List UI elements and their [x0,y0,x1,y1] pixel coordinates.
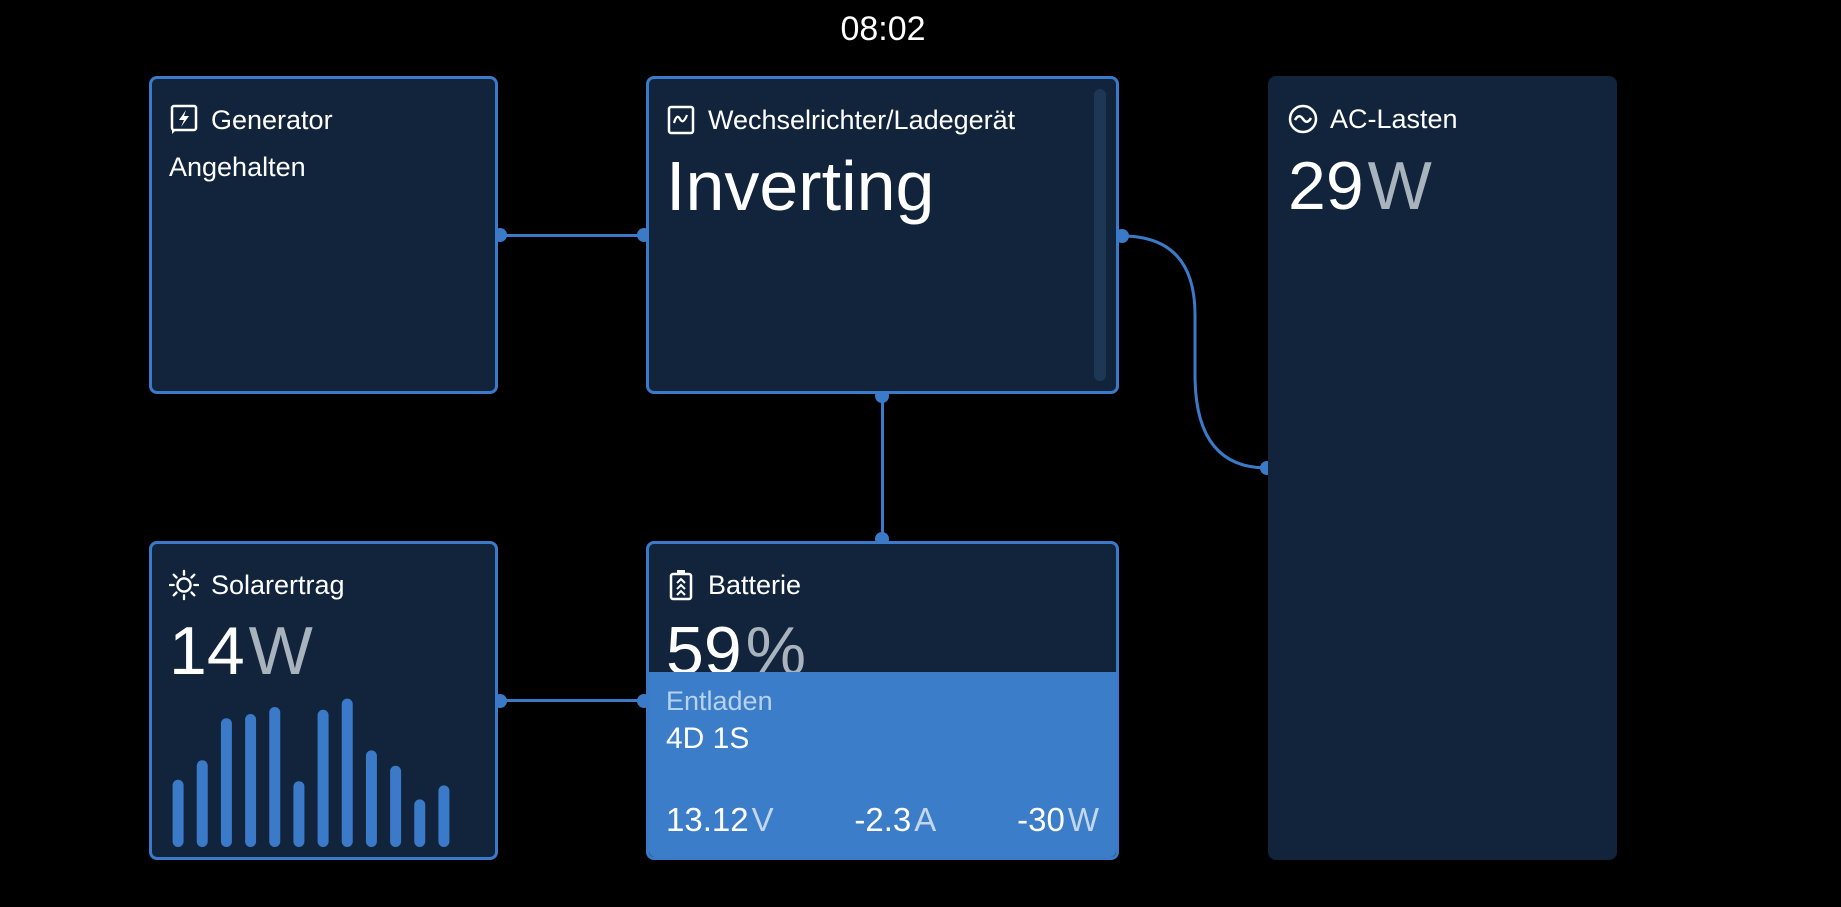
battery-voltage-value: 13.12 [666,801,749,838]
generator-card[interactable]: Generator Angehalten [149,76,498,394]
solar-history-bar [365,750,377,847]
battery-header: Batterie [666,569,801,601]
ac-loads-unit: W [1367,148,1432,224]
battery-voltage-unit: V [751,801,774,838]
inverter-scrollbar[interactable] [1094,89,1106,381]
solar-history-bar [172,779,184,847]
generator-icon [169,104,199,136]
ac-loads-header: AC-Lasten [1288,103,1458,135]
solar-history-chart [172,698,450,847]
battery-power-value: -30 [1017,801,1065,838]
generator-header: Generator [169,104,333,136]
battery-title: Batterie [708,569,802,600]
ac-loads-power: 29W [1288,152,1432,220]
solar-history-bar [414,799,426,847]
battery-current: -2.3A [854,801,936,839]
inverter-header: Wechselrichter/Ladegerät [666,104,1015,136]
battery-voltage: 13.12V [666,801,774,839]
ac-icon [1288,103,1318,135]
ac-loads-title: AC-Lasten [1330,103,1458,134]
battery-power: -30W [1017,801,1099,839]
sun-icon [169,569,199,601]
solar-value: 14 [169,613,245,689]
solar-history-bar [317,709,329,847]
solar-history-bar [220,718,232,847]
connector-inverter-battery [881,396,884,539]
inverter-state: Inverting [666,147,935,225]
generator-status: Angehalten [169,152,306,182]
solar-history-bar [390,765,402,847]
solar-history-bar [293,781,305,847]
inverter-title: Wechselrichter/Ladegerät [708,104,1016,135]
connector-solar-battery [500,699,644,702]
solar-history-bar [269,707,281,847]
clock: 08:02 [840,10,926,48]
solar-card[interactable]: Solarertrag 14W [149,541,498,860]
battery-state: Entladen [666,686,773,716]
solar-history-bar [341,698,353,847]
battery-card[interactable]: Batterie 59% Entladen 4D 1S 13.12V -2.3A… [646,541,1119,860]
battery-icon [666,569,696,601]
solar-history-bar [245,714,257,847]
connector-inverter-acloads [1115,229,1274,475]
battery-current-unit: A [914,801,937,838]
battery-fill-panel: Entladen 4D 1S 13.12V -2.3A -30W [649,672,1116,857]
solar-header: Solarertrag [169,569,345,601]
solar-title: Solarertrag [211,569,345,600]
battery-current-value: -2.3 [854,801,912,838]
solar-power: 14W [169,617,313,685]
connector-generator-inverter [500,234,644,237]
inverter-card[interactable]: Wechselrichter/Ladegerät Inverting [646,76,1119,394]
battery-name: 4D 1S [666,722,750,755]
generator-title: Generator [211,104,333,135]
solar-history-bar [438,785,450,847]
solar-unit: W [248,613,313,689]
ac-loads-value: 29 [1288,148,1364,224]
ac-loads-card[interactable]: AC-Lasten 29W [1268,76,1617,860]
inverter-icon [666,104,696,136]
solar-history-bar [196,760,208,847]
battery-values: 13.12V -2.3A -30W [666,801,1099,839]
battery-power-unit: W [1067,801,1099,838]
